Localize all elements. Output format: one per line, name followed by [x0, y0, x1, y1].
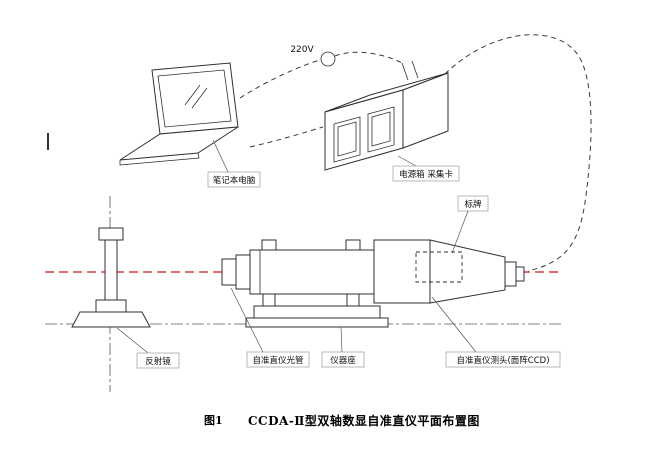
label-head: 自准直仪测头(面阵CCD) — [431, 296, 561, 368]
screen-shine-1 — [184, 84, 201, 106]
label-box-tube — [246, 351, 310, 368]
label-laptop: 笔记本电脑 — [207, 139, 261, 188]
label-text-head: 自准直仪测头(面阵CCD) — [456, 355, 549, 366]
caption-number: 图1 — [204, 414, 223, 427]
collimator-tube — [221, 239, 375, 307]
capture-slot-outer — [367, 106, 395, 153]
nameplate-outline — [415, 251, 463, 283]
reflector-mirror — [71, 227, 151, 328]
power-plug: 220V — [290, 45, 336, 67]
label-instrument-base: 仪器座 — [321, 326, 365, 368]
laptop-screen-inner — [157, 69, 232, 128]
sensor-head — [373, 239, 525, 304]
label-text-power-box: 电源箱 采集卡 — [399, 169, 453, 180]
cable-laptop-to-powerbox — [249, 126, 324, 148]
label-box-reflector — [136, 352, 180, 369]
leader-head — [431, 296, 477, 353]
power-slot-outer — [333, 116, 361, 163]
reflector-foot — [95, 299, 127, 313]
cable-stub-1 — [401, 62, 409, 81]
laptop — [119, 62, 239, 166]
label-box-nameplate — [457, 195, 489, 212]
screen-shine-2 — [191, 87, 208, 109]
label-box-power-box — [392, 165, 460, 182]
label-box-laptop — [207, 171, 261, 188]
power-slot-inner — [337, 121, 357, 157]
leader-reflector — [116, 327, 149, 354]
cable-powerbox-to-head — [444, 34, 592, 272]
cables — [239, 34, 592, 272]
tube-body — [249, 249, 375, 295]
caption-title: CCDA-Ⅱ型双轴数显自准直仪平面布置图 — [248, 413, 480, 428]
label-tube: 自准直仪光管 — [230, 287, 310, 368]
tube-support-post-left — [262, 293, 276, 307]
reflector-top-cap — [98, 227, 124, 241]
reflector-stem — [104, 239, 118, 301]
label-text-instrument-base: 仪器座 — [330, 355, 356, 366]
power-box-front-face — [324, 89, 404, 171]
tube-support-post-right — [346, 293, 360, 307]
voltage-label: 220V — [290, 45, 314, 55]
base-upper-step — [253, 305, 381, 319]
callout-labels: 笔记本电脑 电源箱 采集卡 标牌 反射镜 自准直仪光管 仪器座 — [116, 139, 561, 369]
label-text-laptop: 笔记本电脑 — [213, 175, 256, 186]
head-connector — [504, 261, 517, 287]
leader-tube — [230, 287, 264, 353]
label-box-instrument-base — [321, 351, 365, 368]
cable-plug-to-powerbox — [334, 51, 405, 65]
base-lower-plate — [245, 317, 389, 328]
reflector-base-plate — [71, 311, 151, 328]
label-text-reflector: 反射镜 — [145, 356, 171, 367]
leader-instrument-base — [340, 326, 343, 353]
cable-stub-2 — [411, 60, 419, 79]
label-text-nameplate: 标牌 — [464, 199, 482, 210]
label-text-tube: 自准直仪光管 — [252, 355, 303, 366]
instrument-base — [245, 305, 389, 328]
leader-laptop — [212, 139, 229, 173]
leader-power-box — [397, 155, 417, 167]
capture-slot-inner — [371, 111, 391, 147]
label-power-box: 电源箱 采集卡 — [392, 155, 460, 182]
tube-segment-mid — [235, 254, 251, 290]
tube-clamp-cap-right — [345, 239, 361, 251]
head-body — [373, 239, 431, 304]
laptop-base-edge — [119, 152, 200, 166]
head-connector-tip — [515, 266, 525, 282]
tube-segment-end — [221, 258, 237, 286]
label-nameplate: 标牌 — [451, 195, 489, 254]
plug-circle — [320, 51, 336, 67]
tube-clamp-cap-left — [261, 239, 277, 251]
label-box-head — [445, 351, 561, 368]
head-nose — [429, 239, 506, 304]
power-box — [324, 60, 449, 171]
figure-caption: 图1 CCDA-Ⅱ型双轴数显自准直仪平面布置图 — [204, 413, 480, 428]
label-reflector: 反射镜 — [116, 327, 180, 369]
leader-nameplate — [451, 210, 469, 254]
cable-laptop-to-plug — [239, 59, 321, 99]
